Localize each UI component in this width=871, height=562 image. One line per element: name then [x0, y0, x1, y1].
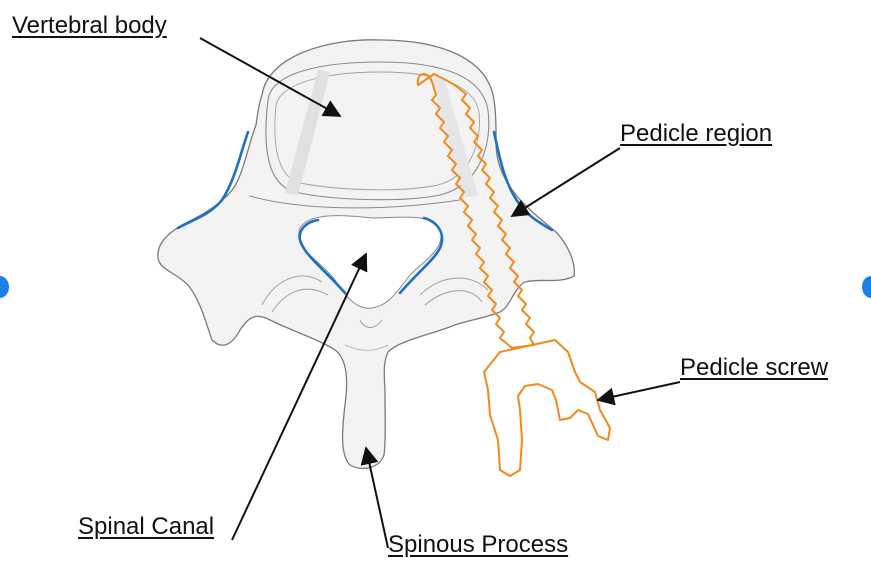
lamina-line: [271, 288, 329, 313]
pedicle-left-upper: [176, 130, 250, 230]
body-shading: [285, 70, 330, 195]
lamina-line: [261, 275, 323, 306]
label-pedicle-screw: Pedicle screw: [680, 354, 829, 381]
label-vertebral-body: Vertebral body: [12, 12, 167, 39]
lamina-line: [344, 344, 389, 351]
carousel-next-button[interactable]: [862, 276, 871, 298]
arrow-vertebral-body: [199, 37, 342, 117]
lamina-line: [249, 195, 461, 209]
label-spinous-process: Spinous Process: [388, 531, 569, 558]
screw-shaft: [416, 73, 535, 349]
label-pedicle-region: Pedicle region: [620, 120, 773, 147]
carousel-prev-button[interactable]: [0, 276, 9, 298]
spinal-canal-outline: [298, 215, 442, 309]
pedicle-screw: [416, 73, 611, 477]
arrow-pedicle-screw: [596, 381, 681, 406]
arrow-spinal-canal: [231, 252, 368, 541]
lamina-line: [424, 290, 483, 306]
arrow-pedicle-region: [510, 147, 621, 217]
lamina-line: [359, 319, 383, 328]
screw-head: [483, 339, 611, 477]
arrow-spinous-process: [360, 446, 389, 549]
body-shading: [430, 75, 478, 197]
canal-blue-left: [298, 218, 347, 295]
canal-blue-right: [398, 216, 444, 295]
label-spinal-canal: Spinal Canal: [78, 513, 215, 540]
lamina-line: [419, 277, 489, 296]
